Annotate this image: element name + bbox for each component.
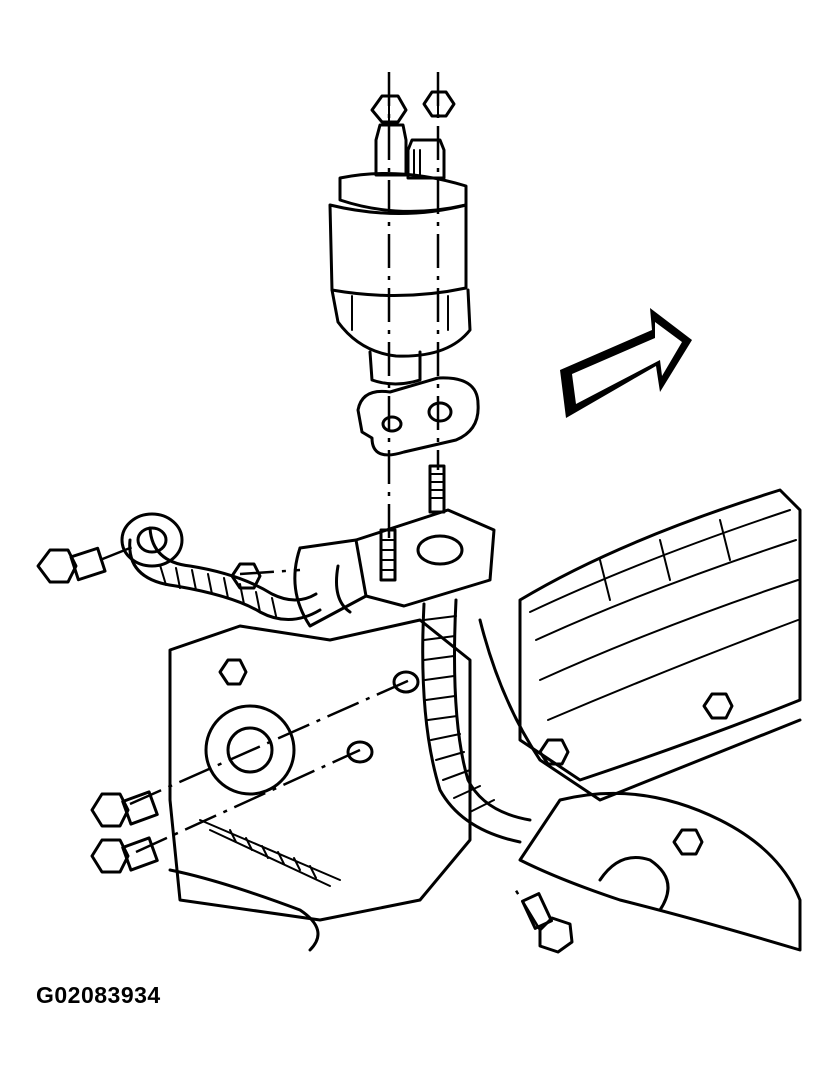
figure-id-label: G02083934	[36, 982, 161, 1008]
mounting-stud-icon	[428, 464, 446, 514]
engine-block-icon	[168, 618, 472, 952]
nut-icon	[392, 670, 420, 694]
nut-icon	[672, 828, 704, 856]
gasket-icon	[356, 376, 480, 457]
wiring-harness-icon	[120, 512, 322, 622]
nut-icon	[346, 740, 374, 764]
nut-icon	[538, 738, 570, 766]
direction-arrow-icon	[560, 308, 692, 418]
egr-adapter-base	[293, 508, 496, 628]
wiring-harness-icon	[421, 598, 532, 844]
bolt-icon	[90, 790, 159, 828]
bolt-icon	[90, 836, 159, 874]
bolt-icon	[36, 546, 107, 584]
nut-icon	[218, 658, 248, 686]
bolt-icon	[521, 892, 574, 954]
egr-valve-icon	[328, 123, 472, 386]
engine-block-icon	[478, 488, 802, 952]
nut-icon	[230, 562, 262, 590]
nut-icon	[702, 692, 734, 720]
nut-icon	[422, 90, 456, 118]
nut-icon	[370, 94, 408, 124]
